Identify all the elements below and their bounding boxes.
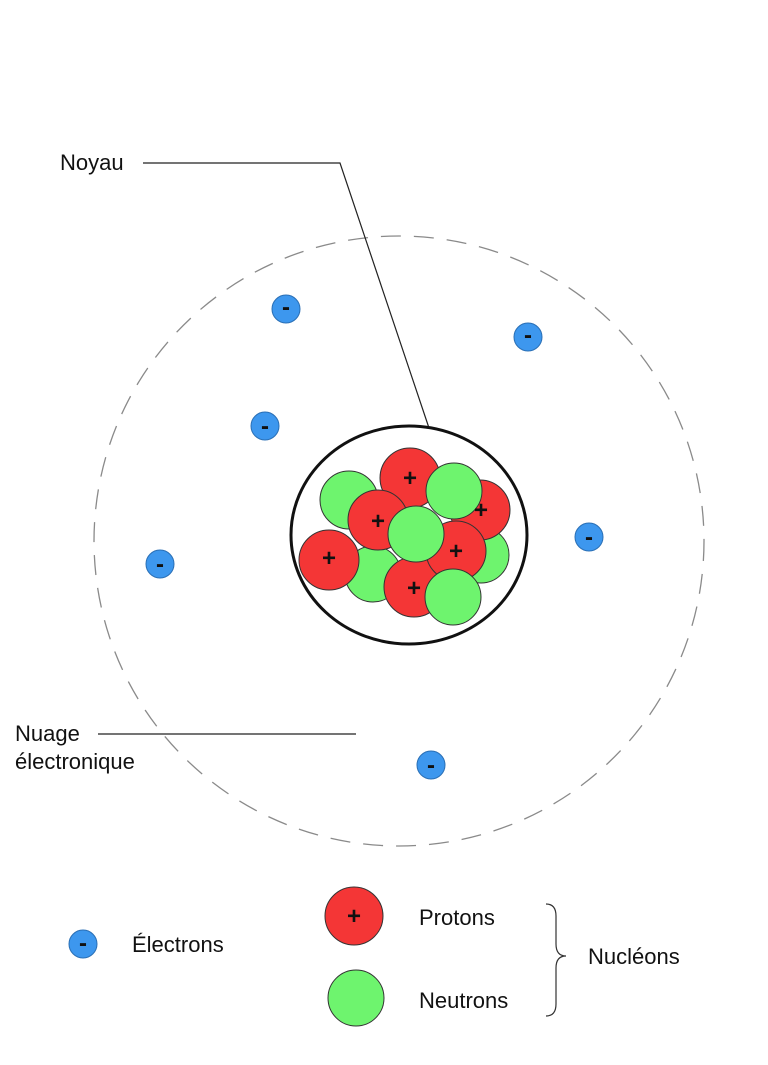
legend-neutron: Neutrons [327, 969, 508, 1027]
legend-electron-sign: - [79, 930, 87, 957]
proton-sign: + [322, 545, 336, 572]
proton-sign: + [371, 508, 385, 535]
electron-dot [271, 294, 301, 324]
legend: - Électrons + Protons Neutrons Nucléons [68, 886, 680, 1027]
nucleus-label: Noyau [60, 150, 124, 175]
neutron [387, 505, 445, 563]
legend-electrons-label: Électrons [132, 932, 224, 957]
nucleons: + + + + + + [298, 447, 511, 626]
electron-dot [145, 549, 175, 579]
proton [298, 529, 360, 591]
nucleons-brace [545, 903, 567, 1017]
electron-dot [416, 750, 446, 780]
proton-sign: + [449, 538, 463, 565]
legend-proton: + Protons [324, 886, 495, 946]
electron-dot [513, 322, 543, 352]
electron-sign: - [261, 413, 269, 440]
electron-sign: - [282, 294, 290, 321]
neutron [424, 568, 482, 626]
electron-sign: - [524, 322, 532, 349]
proton-sign: + [403, 465, 417, 492]
legend-neutrons-label: Neutrons [419, 988, 508, 1013]
legend-electron: - Électrons [68, 929, 224, 959]
electron-sign: - [585, 524, 593, 551]
electron-cloud [93, 235, 705, 847]
legend-proton-sign: + [347, 903, 361, 930]
nucleus-leader-line [143, 162, 430, 429]
proton-sign: + [407, 575, 421, 602]
electron: - [271, 294, 301, 324]
electron-sign: - [427, 752, 435, 779]
electron: - [416, 750, 446, 780]
proton-sign: + [474, 497, 488, 524]
legend-proton-swatch [324, 886, 384, 946]
cloud-label-line1: Nuage [15, 721, 80, 746]
electron: - [513, 322, 543, 352]
electron: - [250, 411, 280, 441]
electron-dot [574, 522, 604, 552]
legend-protons-label: Protons [419, 905, 495, 930]
electron: - [574, 522, 604, 552]
legend-nucleons-label: Nucléons [588, 944, 680, 969]
electron: - [145, 549, 175, 579]
legend-electron-swatch [68, 929, 98, 959]
neutron [425, 462, 483, 520]
cloud-label-line2: électronique [15, 749, 135, 774]
legend-neutron-swatch [327, 969, 385, 1027]
electron-sign: - [156, 551, 164, 578]
electron-dot [250, 411, 280, 441]
